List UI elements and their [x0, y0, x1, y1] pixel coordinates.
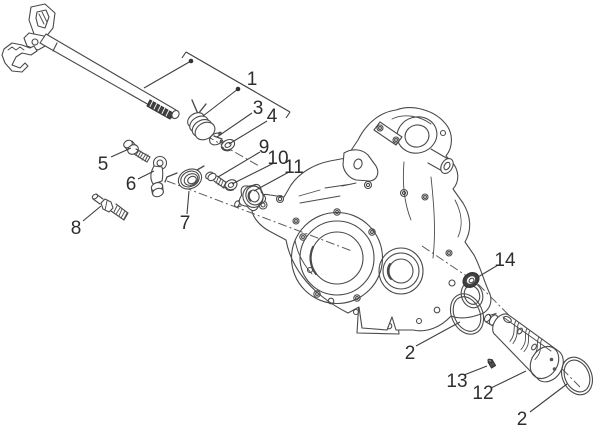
oil-seal — [462, 272, 480, 288]
gear-shift-shaft-assembly — [1, 3, 180, 120]
callout-label-9-index-bolt: 9 — [259, 137, 270, 158]
shift-shaft — [39, 33, 177, 119]
callout-label-8-plug-bolt: 8 — [71, 218, 82, 239]
index-washer — [224, 179, 238, 192]
callout-label-3-circlip: 3 — [253, 98, 264, 119]
detent-star-wheel — [234, 183, 267, 212]
callout-leader-hex-bolt — [110, 147, 132, 158]
locating-pin — [487, 358, 497, 369]
callout-leader-plug-bolt — [82, 205, 102, 222]
pedal-joint — [23, 32, 48, 51]
callout-1-leader-dot — [188, 58, 194, 64]
gear-selector-drum — [483, 312, 564, 383]
callout-leader-oil-seal — [477, 264, 499, 278]
callout-label-7-detent-spring: 7 — [180, 213, 191, 234]
engine-crankcase — [251, 107, 492, 335]
shaft-return-spring — [187, 99, 223, 141]
callout-1-bracket-tick — [285, 111, 291, 119]
callout-leader-o-ring-large — [415, 321, 461, 347]
callout-leader-locating-pin — [463, 365, 488, 376]
callout-leader-detent-star-wheel — [253, 171, 290, 192]
callout-1-bracket-line — [185, 51, 291, 113]
callout-label-2-o-ring-small: 2 — [517, 409, 528, 430]
callout-label-13-locating-pin: 13 — [446, 371, 467, 392]
callout-1-leader-line — [202, 88, 239, 117]
plug-bolt — [91, 193, 129, 221]
index-bolt — [205, 171, 228, 189]
callout-label-14-oil-seal: 14 — [494, 250, 516, 271]
callout-leader-gear-selector-drum — [490, 370, 527, 389]
pedal-toe-peg — [1, 42, 38, 73]
callout-leader-o-ring-small — [529, 383, 568, 413]
o-ring-small — [561, 356, 593, 396]
detent-assembly-axis — [166, 180, 353, 252]
callout-label-4-washer-small: 4 — [267, 106, 278, 127]
callout-label-12-gear-selector-drum: 12 — [472, 383, 493, 404]
detent-spring — [164, 165, 205, 190]
callout-label-5-hex-bolt: 5 — [98, 154, 109, 175]
callout-leader-selector-lever — [137, 170, 155, 180]
callout-label-2-o-ring-large: 2 — [405, 343, 416, 364]
hex-bolt — [123, 139, 151, 163]
callout-1-leader-dot — [235, 86, 241, 92]
callout-label-11-detent-star-wheel: 11 — [284, 157, 304, 178]
callout-leader-washer-small — [228, 120, 268, 145]
callout-leader-index-bolt — [217, 151, 261, 178]
selector-lever — [150, 155, 168, 198]
callout-leader-detent-spring — [186, 190, 190, 215]
selector-drum-axis — [421, 245, 581, 388]
callout-label-10-index-washer: 10 — [267, 148, 288, 169]
callout-label-6-selector-lever: 6 — [126, 174, 137, 195]
callout-label-1: 1 — [247, 69, 258, 90]
o-ring-large — [449, 293, 485, 335]
callout-1-bracket-tick — [181, 51, 187, 59]
callout-1-leader-line — [143, 60, 192, 89]
callout-leader-index-washer — [231, 162, 275, 185]
callout-leader-circlip — [216, 112, 253, 138]
